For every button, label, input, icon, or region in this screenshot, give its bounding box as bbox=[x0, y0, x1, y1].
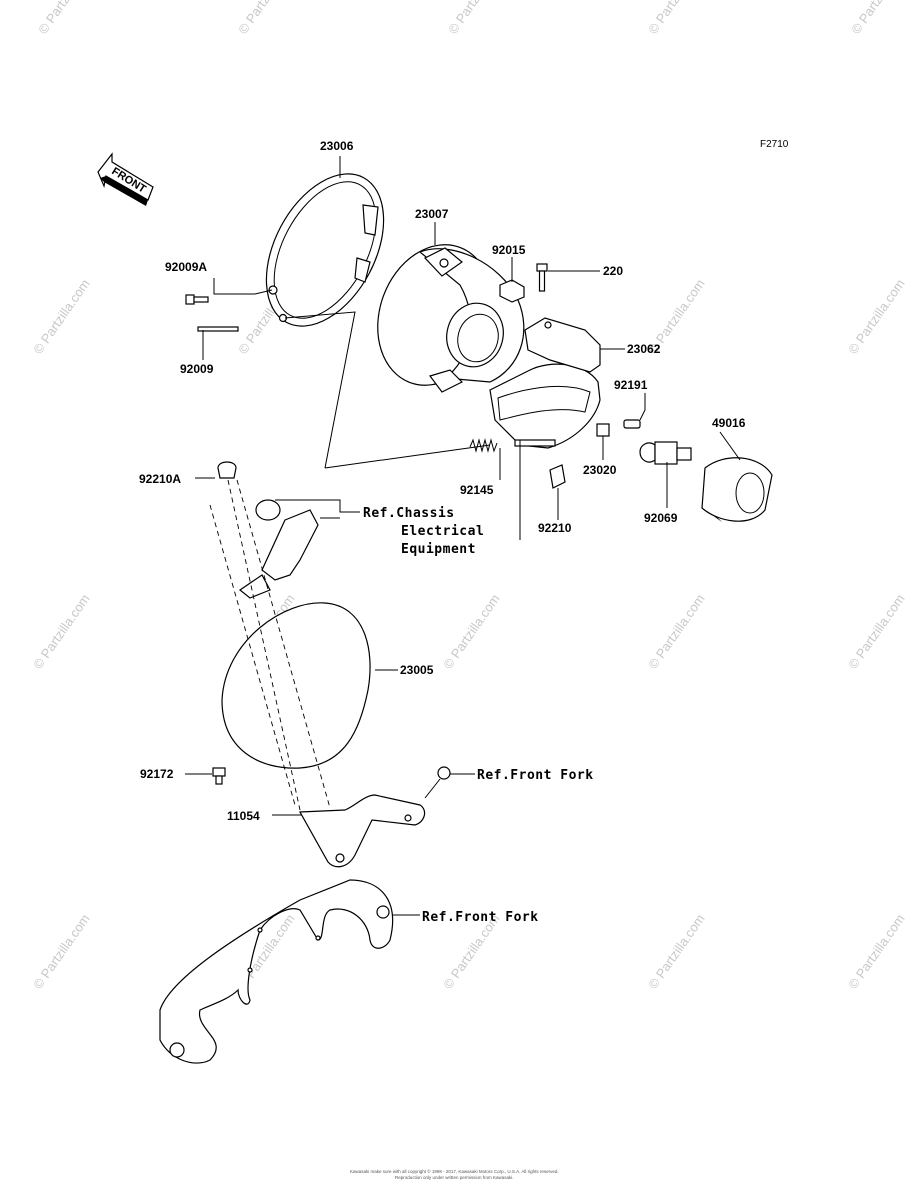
watermark-14: © Partzilla.com bbox=[645, 591, 708, 671]
part-labels: 23006 23007 92015 220 92009A 92009 23062… bbox=[139, 139, 746, 823]
label-92015: 92015 bbox=[492, 243, 526, 257]
label-23005: 23005 bbox=[400, 663, 434, 677]
watermark-5: © Partzilla.com bbox=[848, 0, 911, 37]
label-23006: 23006 bbox=[320, 139, 354, 153]
label-49016: 49016 bbox=[712, 416, 746, 430]
figure-code: F2710 bbox=[760, 139, 789, 150]
ref-front-fork-2: Ref.Front Fork bbox=[422, 910, 539, 925]
visor-23005 bbox=[221, 602, 371, 769]
watermark-2: © Partzilla.com bbox=[235, 0, 298, 37]
ref-chassis-line1: Ref.Chassis bbox=[363, 506, 455, 521]
label-92009A: 92009A bbox=[165, 260, 207, 274]
cap-92210A bbox=[217, 461, 237, 479]
leader-lines bbox=[185, 156, 741, 916]
bolt-92009A bbox=[185, 294, 209, 305]
label-11054: 11054 bbox=[227, 809, 260, 823]
label-92210A: 92210A bbox=[139, 472, 181, 486]
ref-front-fork-1: Ref.Front Fork bbox=[477, 768, 594, 783]
watermark-4: © Partzilla.com bbox=[645, 0, 708, 37]
watermark-16: © Partzilla.com bbox=[30, 911, 93, 991]
watermark-10: © Partzilla.com bbox=[845, 276, 908, 356]
watermark-19: © Partzilla.com bbox=[645, 911, 708, 991]
label-23062: 23062 bbox=[627, 342, 661, 356]
visor-bracket-11054 bbox=[299, 794, 426, 868]
label-23020: 23020 bbox=[583, 463, 617, 477]
watermark-13: © Partzilla.com bbox=[440, 591, 503, 671]
watermark-1: © Partzilla.com bbox=[35, 0, 98, 37]
screw-220 bbox=[536, 263, 548, 292]
headlight-rim bbox=[265, 173, 385, 327]
fork-cover bbox=[159, 879, 394, 1064]
headlight-housing bbox=[377, 244, 525, 393]
ref-chassis-line2: Electrical bbox=[401, 524, 484, 539]
watermark-11: © Partzilla.com bbox=[30, 591, 93, 671]
watermark-20: © Partzilla.com bbox=[845, 911, 908, 991]
watermark-3: © Partzilla.com bbox=[445, 0, 508, 37]
label-23007: 23007 bbox=[415, 207, 449, 221]
chassis-bracket bbox=[238, 499, 319, 599]
reference-labels: Ref.Chassis Electrical Equipment Ref.Fro… bbox=[363, 506, 594, 925]
pin-92191 bbox=[623, 419, 641, 429]
label-92191: 92191 bbox=[614, 378, 648, 392]
watermark-6: © Partzilla.com bbox=[30, 276, 93, 356]
clip-23020 bbox=[596, 423, 610, 437]
ref-chassis-line3: Equipment bbox=[401, 542, 476, 557]
watermark-15: © Partzilla.com bbox=[845, 591, 908, 671]
bulb-92069 bbox=[639, 441, 692, 465]
screw-92009 bbox=[197, 326, 239, 332]
label-92145: 92145 bbox=[460, 483, 494, 497]
copyright-line1: Kawasaki make sure with all copyright © … bbox=[350, 1168, 559, 1174]
label-92172: 92172 bbox=[140, 767, 174, 781]
copyright-line2: Reproduction only under written permissi… bbox=[395, 1175, 514, 1180]
front-fork-bolt bbox=[424, 766, 451, 799]
cover-49016 bbox=[701, 457, 773, 522]
assembly-lines bbox=[209, 479, 331, 811]
label-92009: 92009 bbox=[180, 362, 214, 376]
plate-92210 bbox=[549, 464, 566, 489]
bolt-92172 bbox=[212, 767, 226, 785]
front-arrow-icon: FRONT bbox=[97, 152, 154, 206]
headlight-bracket bbox=[489, 317, 601, 449]
label-220: 220 bbox=[603, 264, 623, 278]
label-92210: 92210 bbox=[538, 521, 572, 535]
label-92069: 92069 bbox=[644, 511, 678, 525]
